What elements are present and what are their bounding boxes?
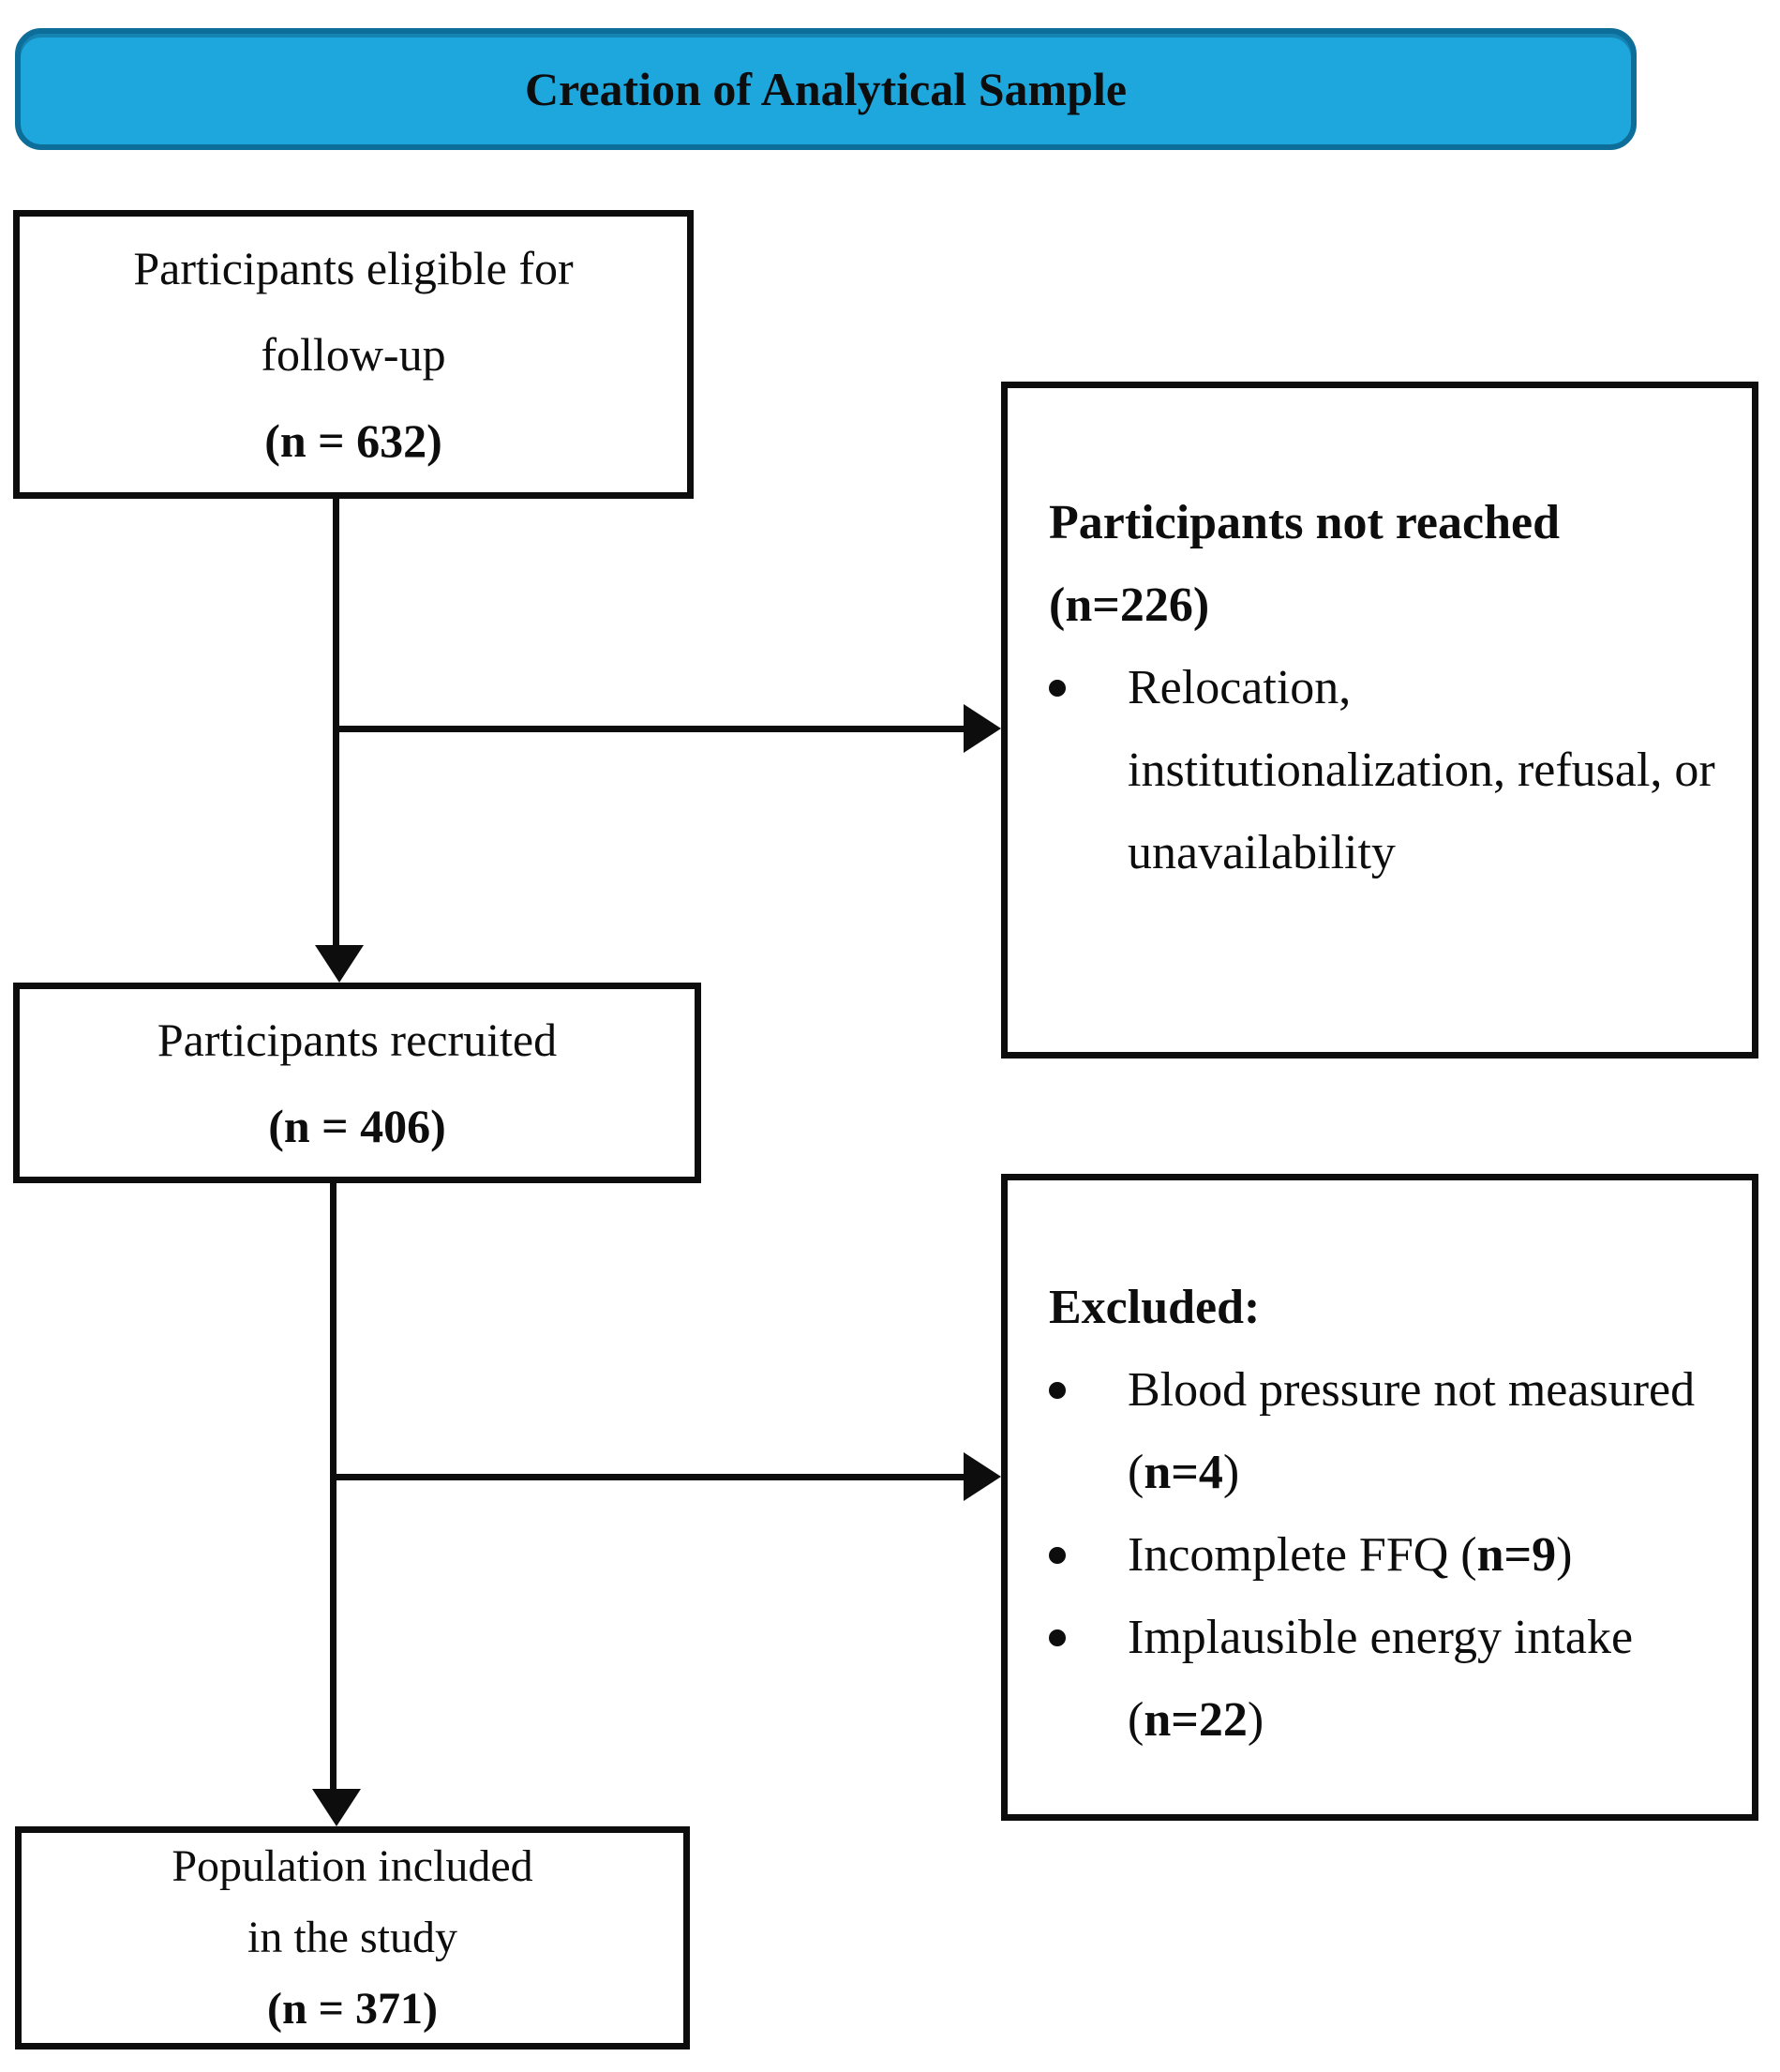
arrowhead-down-icon [315,945,364,983]
box-participants-eligible: Participants eligible for follow-up (n =… [13,210,694,499]
list-item: Relocation, institutionalization, refusa… [1049,647,1724,894]
text-segment-bold: n=9 [1476,1528,1557,1582]
list-item: Incomplete FFQ (n=9) [1049,1514,1724,1597]
header-banner: Creation of Analytical Sample [15,28,1637,150]
text-segment: Blood pressure not measured ( [1128,1363,1696,1499]
bullet-dot-icon [1049,1629,1066,1646]
text-segment: ) [1556,1528,1573,1582]
box-line: in the study [247,1913,457,1962]
text-segment: Incomplete FFQ ( [1128,1528,1477,1582]
bullet-list: Blood pressure not measured (n=4) Incomp… [1049,1349,1724,1762]
bullet-list: Relocation, institutionalization, refusa… [1049,647,1724,894]
box-line: follow-up [261,328,446,381]
box-participants-recruited: Participants recruited (n = 406) [13,983,701,1183]
arrow-line-recruited-to-included [330,1183,337,1789]
list-item-text: Incomplete FFQ (n=9) [1128,1514,1724,1597]
text-segment: Relocation, institutionalization, refusa… [1128,661,1715,879]
box-population-included: Population included in the study (n = 37… [15,1826,690,2049]
box-line: Participants recruited [157,1013,558,1066]
arrow-line-eligible-to-recruited [333,499,339,945]
box-excluded: Excluded: Blood pressure not measured (n… [1001,1174,1758,1821]
text-segment: Implausible energy intake ( [1128,1611,1634,1747]
page-title: Creation of Analytical Sample [524,63,1128,115]
text-segment-bold: n=4 [1144,1446,1223,1499]
box-title-line: (n=226) [1049,578,1210,632]
list-item-text: Relocation, institutionalization, refusa… [1128,647,1724,894]
box-line: Participants eligible for [133,242,574,294]
bullet-dot-icon [1049,1382,1066,1399]
arrow-line-to-not-reached [336,726,964,732]
text-segment: ) [1222,1446,1240,1499]
box-title-line: Participants not reached [1049,496,1560,549]
bullet-dot-icon [1049,1547,1066,1564]
list-item: Blood pressure not measured (n=4) [1049,1349,1724,1514]
arrowhead-right-icon [964,1452,1001,1501]
list-item-text: Blood pressure not measured (n=4) [1128,1349,1724,1514]
text-segment: ) [1247,1693,1264,1747]
box-n-value: (n = 406) [268,1100,446,1152]
box-participants-not-reached: Participants not reached (n=226) Relocat… [1001,382,1758,1059]
list-item: Implausible energy intake (n=22) [1049,1597,1724,1762]
box-n-value: (n = 632) [264,414,442,467]
box-line: Population included [172,1841,533,1891]
arrowhead-down-icon [312,1789,361,1826]
text-segment-bold: n=22 [1144,1693,1248,1747]
list-item-text: Implausible energy intake (n=22) [1128,1597,1724,1762]
arrowhead-right-icon [964,704,1001,753]
bullet-dot-icon [1049,680,1066,697]
box-title-line: Excluded: [1049,1281,1261,1334]
box-n-value: (n = 371) [266,1984,438,2034]
arrow-line-to-excluded [333,1474,964,1480]
